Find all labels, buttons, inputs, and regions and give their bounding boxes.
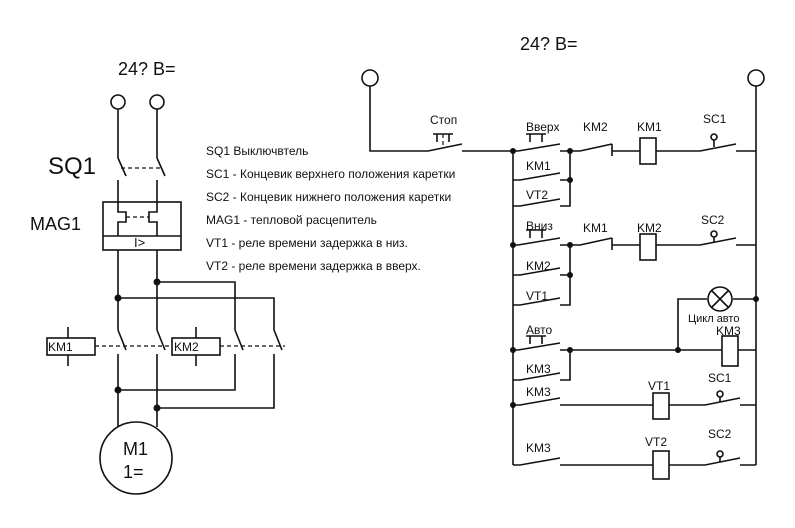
vt1-timer-coil	[652, 392, 705, 420]
vt2-timer-coil	[652, 450, 705, 480]
km1-nc-contact	[579, 237, 640, 250]
cross-wire-1	[118, 297, 275, 330]
km1-coil-label: KM1	[48, 340, 73, 354]
sc1-label-1: SC1	[703, 112, 727, 126]
junction-dot	[567, 148, 573, 154]
junction-dot	[753, 296, 759, 302]
mag1-breaker	[102, 201, 182, 251]
mag1-label: MAG1	[30, 214, 81, 234]
km3-coil-label: KM3	[716, 324, 741, 338]
supply-voltage-right: 24? В=	[520, 34, 578, 54]
terminal-right-2	[747, 69, 765, 87]
km3-row5-label: KM3	[526, 441, 551, 455]
sc1-label-2: SC1	[708, 371, 732, 385]
auto-button[interactable]	[513, 335, 730, 351]
vt2-hold-contact	[513, 180, 571, 207]
legend-line: VT1 - реле времени задержка в низ.	[206, 236, 408, 250]
km3-hold-contact	[513, 350, 571, 381]
auto-label: Авто	[526, 323, 552, 337]
sc2-label-1: SC2	[701, 213, 725, 227]
km2-coil-label-ctrl: KM2	[637, 221, 662, 235]
sq1-label: SQ1	[48, 153, 96, 180]
legend-line: VT2 - реле времени задержка в вверх.	[206, 259, 421, 273]
terminal-left-1	[110, 94, 126, 110]
legend-line: MAG1 - тепловой расцепитель	[206, 213, 377, 227]
cycle-auto-lamp	[677, 286, 756, 350]
terminal-left-2	[149, 94, 165, 110]
stop-label: Стоп	[430, 113, 457, 127]
stop-button[interactable]	[427, 133, 513, 152]
km1-coil-label-ctrl: KM1	[637, 120, 662, 134]
km1-relay-coil	[639, 137, 700, 165]
sc2-limit-switch-2	[704, 450, 756, 466]
lamp-label: Цикл авто	[688, 313, 739, 325]
motor-m1	[99, 421, 173, 495]
supply-voltage-left: 24? В=	[118, 59, 176, 79]
km1-hold-label: KM1	[526, 159, 551, 173]
sc2-label-2: SC2	[708, 427, 732, 441]
legend-line: SC1 - Концевик верхнего положения каретк…	[206, 167, 455, 181]
down-label: Вниз	[526, 219, 553, 233]
km3-hold-label: KM3	[526, 362, 551, 376]
sc1-limit-switch	[699, 133, 756, 152]
up-label: Вверх	[526, 120, 559, 134]
cross-wire-2	[157, 281, 236, 330]
km3-relay-coil	[721, 335, 756, 367]
km3-contact-row5	[513, 457, 653, 466]
km2-hold-label: KM2	[526, 259, 551, 273]
junction-dot	[567, 177, 573, 183]
breaker-symbol: I>	[134, 235, 145, 250]
terminal-right-1	[361, 69, 379, 87]
motor-name: M1	[123, 439, 148, 459]
km1-contact-label: KM1	[583, 221, 608, 235]
vt1-hold-label: VT1	[526, 289, 548, 303]
sc1-limit-switch-2	[704, 390, 756, 406]
vt1-coil-label: VT1	[648, 379, 670, 393]
legend-line: SC2 - Концевик нижнего положения каретки	[206, 190, 451, 204]
km1-coil	[46, 327, 96, 366]
motor-type: 1=	[123, 462, 144, 482]
legend: SQ1 Выключвтель SC1 - Концевик верхнего …	[206, 144, 455, 273]
vt2-coil-label: VT2	[645, 435, 667, 449]
sc2-limit-switch	[699, 230, 756, 246]
km3-row4-label: KM3	[526, 385, 551, 399]
km3-contact-row4	[513, 397, 653, 406]
junction-dot	[567, 242, 573, 248]
legend-line: SQ1 Выключвтель	[206, 144, 308, 158]
km1-contacts	[117, 329, 166, 408]
stop-wire	[369, 86, 428, 152]
sq1-switch	[117, 109, 166, 202]
junction-dot	[675, 347, 681, 353]
vt1-hold-contact	[513, 275, 571, 306]
junction-dot	[567, 272, 573, 278]
motor-leads	[117, 390, 158, 427]
km2-relay-coil	[639, 233, 700, 261]
km2-coil-label: KM2	[174, 340, 199, 354]
junction-dot	[567, 347, 573, 353]
km2-contacts	[118, 329, 283, 409]
km2-contact-label: KM2	[583, 120, 608, 134]
vt2-hold-label: VT2	[526, 188, 548, 202]
km2-nc-contact	[579, 143, 640, 156]
